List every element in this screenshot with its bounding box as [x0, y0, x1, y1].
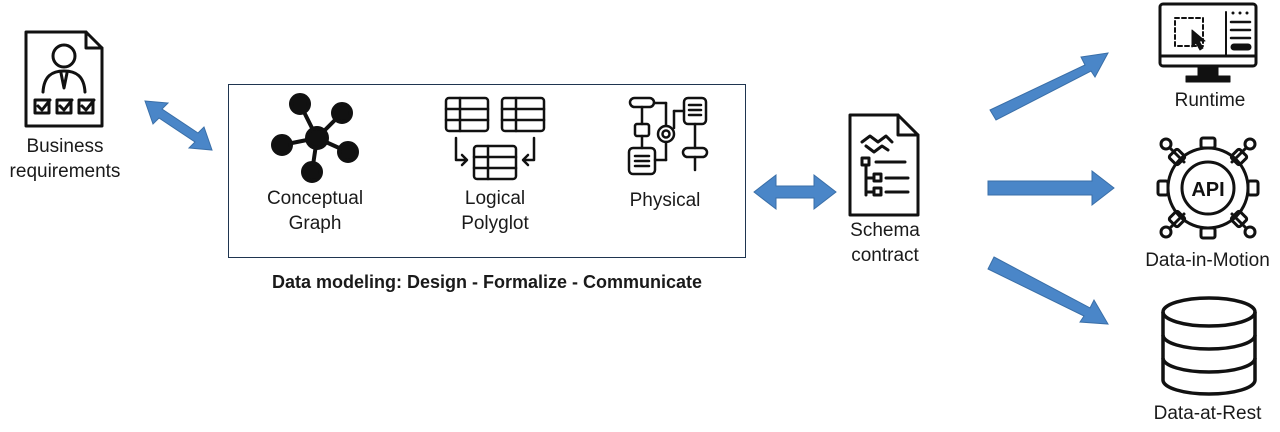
logical-tables-icon [444, 96, 546, 181]
arrow-to-runtime [989, 52, 1109, 121]
database-icon [1161, 296, 1257, 396]
runtime-label: Runtime [1174, 90, 1246, 111]
schema-contract-document-icon [848, 113, 920, 217]
business-person-document-icon [24, 30, 104, 128]
double-arrow-business-box [144, 100, 213, 151]
data-modeling-caption: Data modeling: Design - Formalize - Comm… [271, 272, 703, 292]
logical-polyglot-label: Logical Polyglot [461, 188, 529, 234]
arrow-to-data-at-rest [987, 256, 1109, 325]
api-gear-icon [1156, 136, 1260, 240]
double-arrow-box-schema [753, 173, 837, 211]
data-modeling-box [228, 84, 746, 258]
physical-flow-icon [627, 96, 709, 176]
runtime-monitor-icon [1158, 2, 1258, 83]
api-icon-text: API [1191, 179, 1224, 201]
conceptual-graph-icon [271, 93, 359, 183]
business-requirements-label: Business requirements [9, 136, 121, 182]
data-in-motion-label: Data-in-Motion [1145, 250, 1270, 271]
arrow-to-data-in-motion [987, 169, 1115, 207]
conceptual-graph-label: Conceptual Graph [266, 188, 364, 234]
schema-contract-label: Schema contract [850, 220, 920, 266]
data-at-rest-label: Data-at-Rest [1153, 403, 1262, 424]
physical-label: Physical [629, 190, 701, 211]
